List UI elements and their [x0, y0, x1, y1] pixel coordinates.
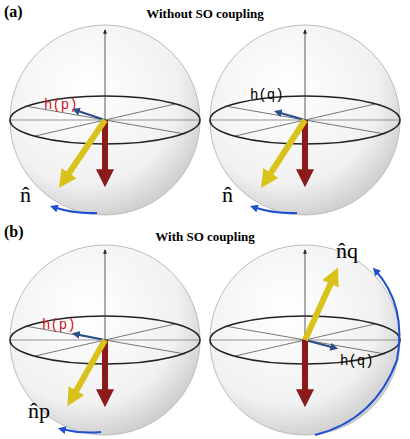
- spin-label: n̂: [222, 184, 233, 206]
- field-vector: [75, 110, 105, 120]
- spin-vector: [265, 120, 305, 182]
- panel-label: (a): [4, 4, 23, 20]
- spin-down-vector: [302, 120, 308, 180]
- sphere-body: [10, 25, 200, 215]
- z-axis: [305, 250, 306, 340]
- spin-vector: [305, 274, 335, 340]
- spin-label: n̂q: [336, 240, 358, 262]
- panel-title: With SO coupling: [155, 230, 254, 243]
- z-axis: [305, 30, 306, 120]
- precession-arrow: [61, 429, 101, 433]
- bloch-sphere: [10, 245, 200, 435]
- spin-label: n̂p: [28, 400, 50, 422]
- field-label: h(q): [340, 354, 374, 368]
- field-label: h(q): [250, 88, 284, 102]
- field-label: h(p): [42, 318, 76, 332]
- precession-arrow: [315, 270, 399, 435]
- bloch-sphere: [210, 25, 400, 215]
- sphere-body: [10, 245, 200, 435]
- spin-down-vector: [102, 120, 108, 180]
- z-axis: [105, 250, 106, 340]
- sphere-body: [210, 245, 400, 435]
- spin-label: n̂: [20, 184, 31, 206]
- z-axis: [105, 30, 106, 120]
- bloch-sphere: [210, 245, 400, 435]
- panel-label: (b): [4, 224, 24, 240]
- sphere-body: [210, 25, 400, 215]
- panel-title: Without SO coupling: [146, 7, 264, 20]
- precession-arrow: [53, 207, 97, 213]
- field-vector: [75, 334, 105, 340]
- field-label: h(p): [44, 98, 78, 112]
- field-vector: [305, 340, 335, 348]
- spin-down-vector: [302, 340, 308, 400]
- spin-vector: [71, 340, 105, 400]
- spin-vector: [63, 120, 105, 182]
- field-vector: [277, 112, 305, 120]
- bloch-sphere: [10, 25, 200, 215]
- precession-arrow: [253, 207, 297, 213]
